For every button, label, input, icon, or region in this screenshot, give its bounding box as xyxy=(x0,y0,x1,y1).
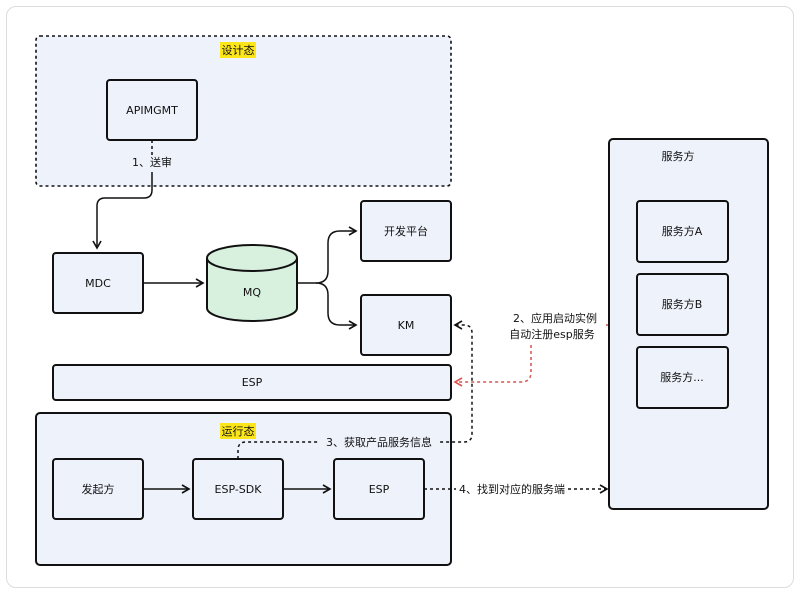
step2-label-line1: 2、应用启动实例 xyxy=(513,311,597,325)
mq-cylinder xyxy=(206,258,298,322)
step1-arrow xyxy=(92,172,153,250)
mq-cylinder-top xyxy=(206,244,298,272)
initiator-label: 发起方 xyxy=(82,482,115,496)
km-label: KM xyxy=(398,319,415,332)
mdc-label: MDC xyxy=(85,277,111,290)
design-state-group xyxy=(35,35,452,187)
apimgmt-label: APIMGMT xyxy=(126,104,178,117)
step4-label: 4、找到对应的服务端 xyxy=(459,482,565,496)
dev-platform-box xyxy=(360,200,452,262)
provider-a-box xyxy=(636,200,729,263)
step3-label-bg xyxy=(318,434,440,450)
mq-to-km-arrow xyxy=(315,282,358,330)
provider-b-box xyxy=(636,273,729,336)
esp-runtime-label: ESP xyxy=(369,483,390,496)
provider-a-label: 服务方A xyxy=(662,224,703,238)
mq-to-dev-arrow xyxy=(297,226,358,284)
step4-label-bg xyxy=(456,481,568,497)
step3-path xyxy=(237,320,473,459)
design-state-label: 设计态 xyxy=(222,44,255,57)
provider-more-label: 服务方... xyxy=(660,370,704,384)
step1-label: 1、送审 xyxy=(132,155,172,169)
mq-label: MQ xyxy=(243,286,261,299)
provider-more-box xyxy=(636,346,729,409)
provider-b-label: 服务方B xyxy=(662,297,703,311)
step3-label: 3、获取产品服务信息 xyxy=(326,435,432,449)
step2-label-line2: 自动注册esp服务 xyxy=(509,327,594,341)
provider-group-label: 服务方 xyxy=(662,149,695,163)
km-box xyxy=(360,294,452,356)
runtime-label: 运行态 xyxy=(222,425,255,438)
esp-sdk-label: ESP-SDK xyxy=(215,483,263,496)
runtime-tag-bg xyxy=(220,423,256,439)
dev-platform-label: 开发平台 xyxy=(384,224,428,238)
esp-bar-label: ESP xyxy=(242,376,263,389)
design-state-tag-bg xyxy=(220,42,256,58)
